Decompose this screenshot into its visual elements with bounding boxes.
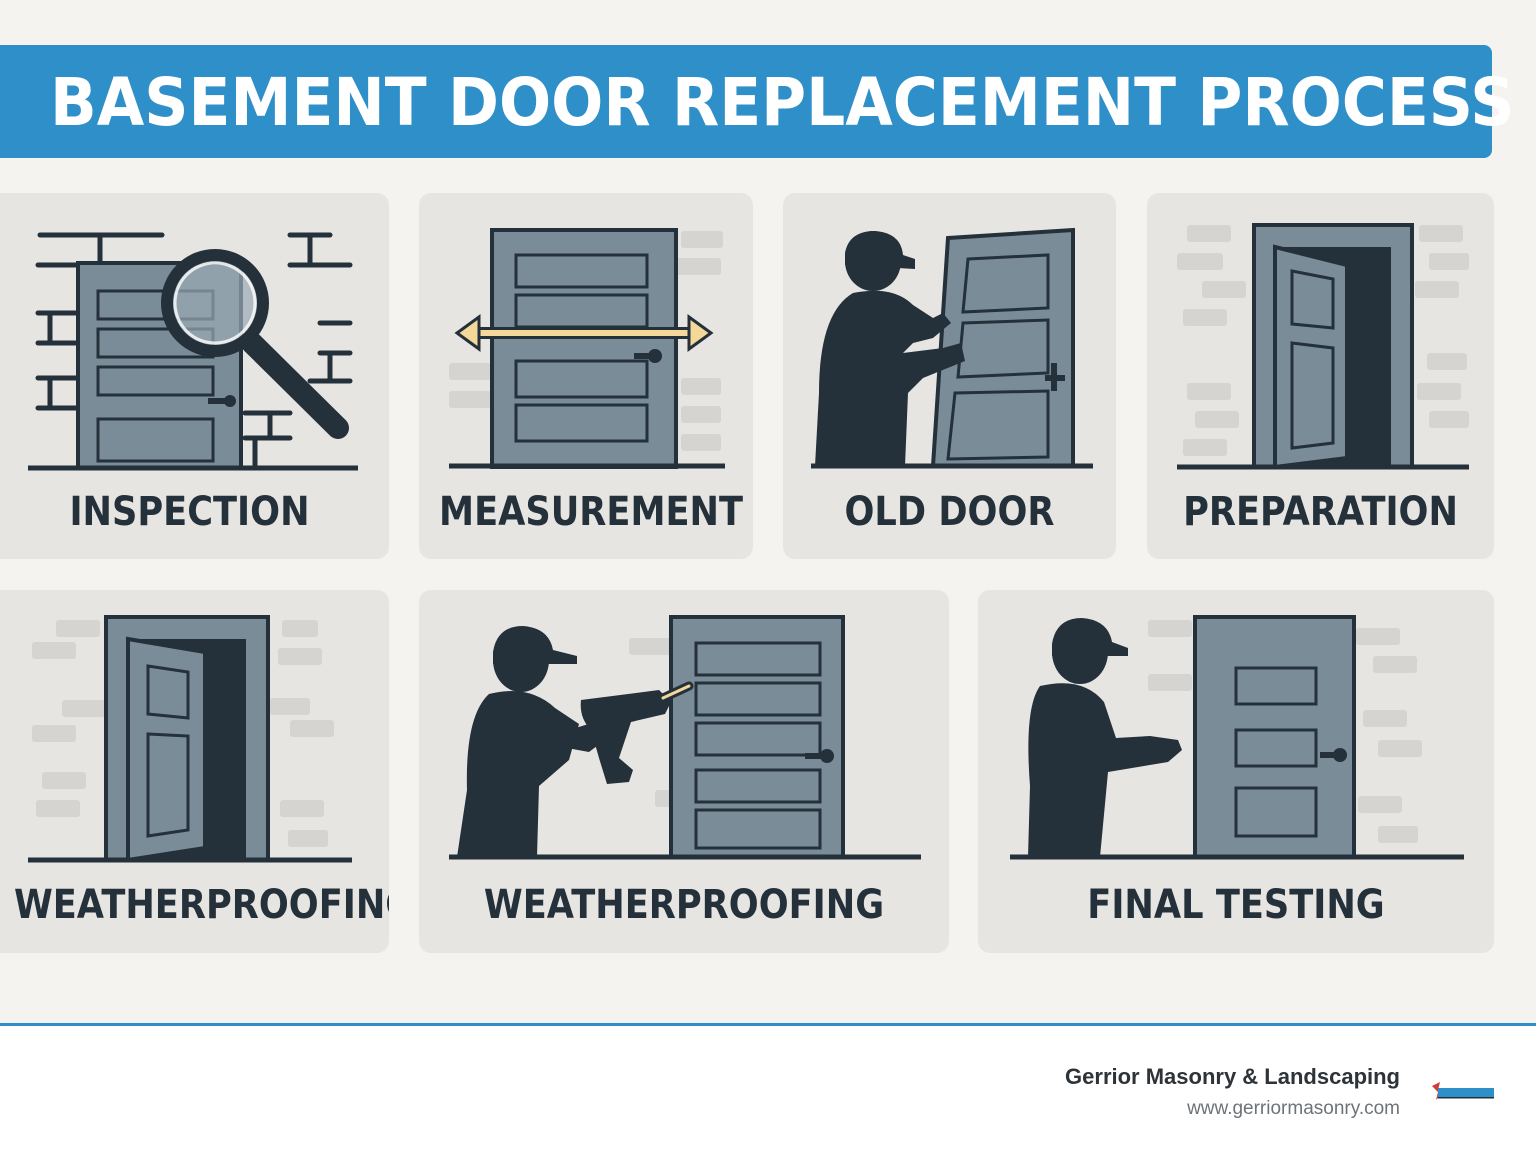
door-icon xyxy=(669,615,845,859)
step-card-weatherproofing-2: WEATHERPROOFING xyxy=(419,590,949,953)
weatherproofing-open-door-illustration xyxy=(28,615,352,863)
step-card-inspection: INSPECTION xyxy=(0,193,389,559)
company-logo xyxy=(1432,1082,1494,1100)
door-icon xyxy=(126,636,207,863)
step-label-measurement: MEASUREMENT xyxy=(439,489,743,535)
worker-icon xyxy=(457,626,579,857)
door-icon xyxy=(1193,615,1356,859)
step-label-inspection: INSPECTION xyxy=(69,489,310,535)
preparation-illustration xyxy=(1177,223,1469,470)
measure-arrow-icon xyxy=(454,314,714,352)
step-label-preparation: PREPARATION xyxy=(1183,489,1458,535)
brick-wall-icon xyxy=(32,620,334,847)
brick-wall-icon xyxy=(1177,225,1469,456)
step-label-final-testing: FINAL TESTING xyxy=(1087,882,1385,928)
final-testing-illustration xyxy=(1010,615,1464,860)
step-label-weatherproofing-2: WEATHERPROOFING xyxy=(483,882,885,928)
title-banner: BASEMENT DOOR REPLACEMENT PROCESS xyxy=(0,45,1514,158)
magnifying-glass-icon xyxy=(161,249,349,439)
drill-icon xyxy=(567,681,694,784)
step-label-weatherproofing-1: WEATHERPROOFING xyxy=(13,882,389,928)
worker-icon xyxy=(815,231,965,466)
weatherproofing-drill-illustration xyxy=(449,615,921,860)
door-icon xyxy=(490,228,678,469)
measurement-illustration xyxy=(449,228,725,469)
brick-wall-icon xyxy=(449,231,723,451)
step-card-preparation: PREPARATION xyxy=(1147,193,1494,559)
inspection-illustration xyxy=(28,232,358,471)
footer xyxy=(0,1026,1536,1154)
step-card-final-testing: FINAL TESTING xyxy=(978,590,1494,953)
step-card-old-door: OLD DOOR xyxy=(783,193,1116,559)
door-icon xyxy=(1273,244,1349,470)
step-label-old-door: OLD DOOR xyxy=(844,489,1055,535)
page-title: BASEMENT DOOR REPLACEMENT PROCESS xyxy=(50,64,1515,141)
brick-wall-icon xyxy=(35,232,353,468)
company-url[interactable]: www.gerriormasonry.com xyxy=(1187,1098,1400,1119)
step-card-weatherproofing-1: WEATHERPROOFING xyxy=(0,590,389,953)
old-door-illustration xyxy=(811,227,1093,469)
brick-wall-icon xyxy=(1148,620,1422,843)
footer-divider xyxy=(0,1023,1536,1026)
step-card-measurement: MEASUREMENT xyxy=(419,193,753,559)
worker-icon xyxy=(1028,618,1182,857)
brick-wall-icon xyxy=(629,638,673,807)
company-name: Gerrior Masonry & Landscaping xyxy=(1065,1064,1400,1089)
